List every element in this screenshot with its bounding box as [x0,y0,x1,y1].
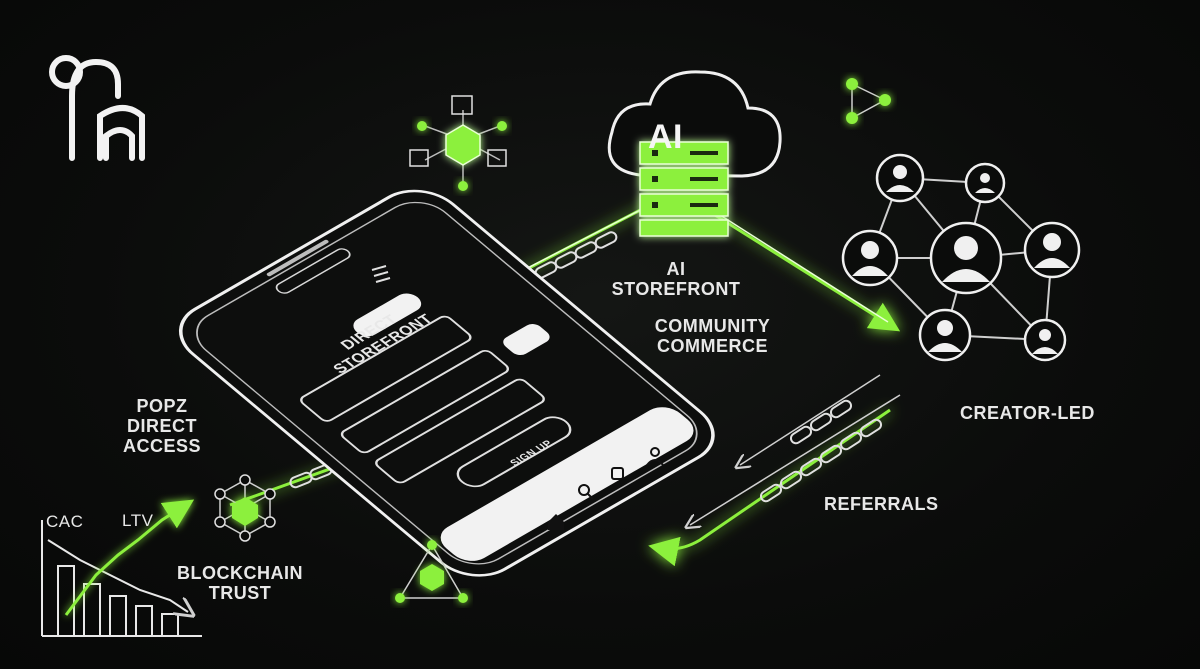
profile-icon[interactable] [646,447,664,466]
cac-bar [135,605,153,637]
ai-storefront-line1: AI [666,259,686,279]
community-network-icon [841,153,1081,362]
cac-label: CAC [46,512,84,531]
blockchain-line1: BLOCKCHAIN [177,563,303,583]
bag-icon[interactable] [348,290,427,340]
cart-icon[interactable] [611,467,624,480]
ai-storefront-line2: STOREFRONT [611,279,741,300]
community-commerce-label: COMMUNITY COMMERCE [640,316,785,356]
popz-line3: ACCESS [122,436,201,457]
search-field[interactable] [298,315,473,423]
chain-link-icon [759,399,883,503]
more-button[interactable] [499,321,553,357]
ai-cloud-label: AI [648,118,683,156]
community-line2: COMMERCE [657,336,768,357]
popz-line2: DIRECT [127,416,197,437]
menu-icon[interactable] [371,265,391,283]
popz-line1: POPZ [136,396,188,416]
blockchain-cube-icon [409,95,507,191]
ltv-trend-line [64,499,195,616]
input-field[interactable] [373,378,546,485]
ai-storefront-label: AI STOREFRONT [606,259,746,299]
ltv-label: LTV [122,511,154,530]
community-line1: COMMUNITY [654,316,771,336]
bottom-nav-bar [440,407,694,561]
cac-bar [109,595,127,637]
phone-device [178,189,715,577]
cac-trend-line [47,539,188,612]
creator-led-label: CREATOR-LED [960,403,1095,423]
popz-direct-access-label: POPZ DIRECT ACCESS [112,396,212,456]
form-field[interactable] [339,349,511,455]
cac-bar [57,565,75,637]
blockchain-trust-label: BLOCKCHAIN TRUST [170,563,310,603]
referrals-label: REFERRALS [824,494,939,514]
server-stack-icon [639,141,729,237]
signup-button[interactable] [451,413,576,491]
triangle-network-icon [395,540,468,603]
triangle-network-icon [846,78,891,124]
blockchain-cube-icon [214,474,276,542]
search-icon[interactable] [578,484,594,500]
blockchain-line2: TRUST [208,583,272,604]
home-icon[interactable] [548,514,564,530]
cac-ltv-chart [41,499,202,637]
brand-logo [49,55,145,161]
cac-bar [83,583,101,637]
cac-bar [161,613,179,637]
